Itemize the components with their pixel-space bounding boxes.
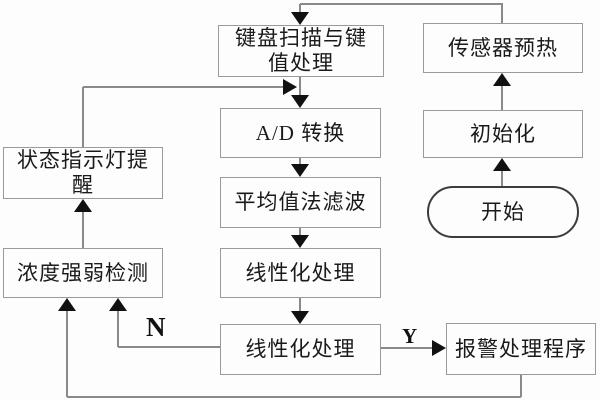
arrowhead-right-into-alarm-icon [432,340,446,356]
connector-keyboard-to-ad-line [299,77,301,96]
connector-feedback-up-line [66,310,68,397]
node-linearization-2-decision: 线性化处理 [220,324,381,375]
branch-label-yes: Y [402,324,418,348]
arrowhead-down-into-ad-icon [291,95,309,108]
connector-into-keyboard-line [299,4,301,13]
arrowhead-down-into-lin2-icon [291,311,309,324]
connector-start-to-init-line [501,169,503,186]
node-concentration-detect: 浓度强弱检测 [3,248,163,298]
arrowhead-up-into-sensor-icon [493,73,511,86]
node-alarm-handler: 报警处理程序 [446,323,596,375]
arrowhead-up-into-concentration-icon [109,298,127,311]
node-start-terminator: 开始 [427,186,579,238]
node-linearization-1: 线性化处理 [220,248,381,298]
connector-alarm-down-line [520,375,522,397]
arrowhead-right-join-flow-icon [283,79,297,95]
connector-top-elbow-line [300,3,503,5]
connector-lin1-to-lin2-line [299,298,301,312]
connector-status-right-line [83,86,283,88]
connector-yes-branch-line [381,347,433,349]
arrowhead-up-into-status-icon [74,199,92,212]
connector-ad-to-avg-line [299,158,301,165]
connector-sensor-top-line [501,4,503,23]
connector-no-branch-h-line [118,346,220,348]
arrowhead-down-into-lin1-icon [291,235,309,248]
arrowhead-up-into-init-icon [493,158,511,171]
node-initialization: 初始化 [423,110,583,158]
node-ad-conversion: A/D 转换 [220,108,381,158]
node-average-filter: 平均值法滤波 [220,177,381,228]
connector-status-up-line [82,87,84,147]
connector-no-branch-v-line [117,310,119,347]
connector-avg-to-lin1-line [299,228,301,236]
node-keyboard-scan: 键盘扫描与键 值处理 [218,25,384,77]
connector-concentration-to-status-line [82,211,84,248]
arrowhead-down-into-avg-icon [291,164,309,177]
connector-feedback-bottom-line [67,396,521,398]
branch-label-no: N [146,312,166,342]
node-sensor-preheat: 传感器预热 [423,23,583,73]
connector-init-to-sensor-line [501,85,503,110]
arrowhead-up-feedback-into-concentration-icon [58,298,76,311]
node-status-indicator: 状态指示灯提 醒 [3,147,163,199]
arrowhead-down-into-keyboard-icon [291,12,309,25]
